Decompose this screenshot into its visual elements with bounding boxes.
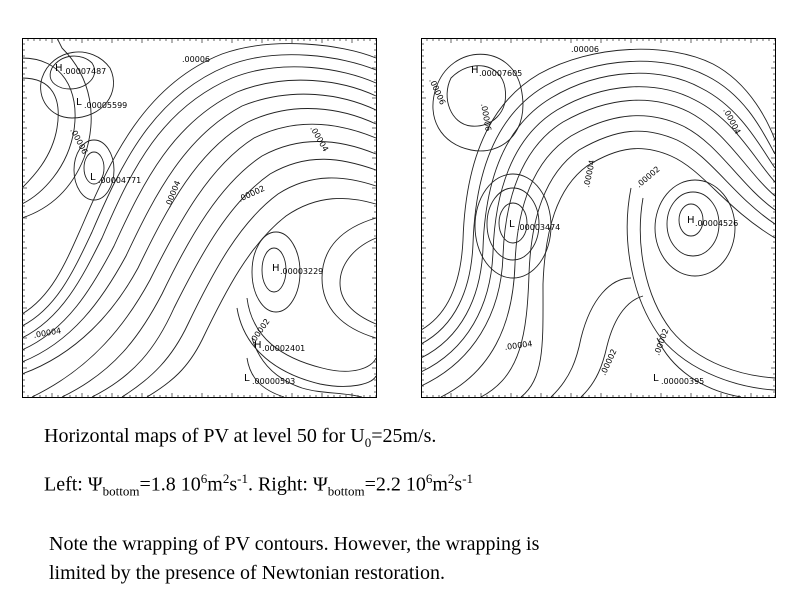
extremum-value: .00002401 (262, 344, 305, 353)
caption-text: Horizontal maps of PV at level 50 for U (44, 425, 365, 447)
extremum-letter: L (90, 172, 96, 183)
extremum-letter: H (272, 263, 280, 274)
pv-map-left: .00006 .00006 .00004 .00004 .00002 .0000… (22, 38, 377, 398)
extremum-letter: L (653, 373, 659, 384)
caption-subscript: bottom (102, 483, 140, 499)
caption-text: m (432, 473, 448, 496)
extrema-markers: H .00007487 L .00005599 L .00004771 H .0… (55, 63, 323, 386)
caption-subscript: 0 (364, 435, 372, 450)
extremum-value: .00000503 (252, 377, 295, 386)
contour-label: .00006 (571, 45, 599, 54)
caption-superscript: 2 (222, 471, 230, 486)
figure-caption-line-1: Horizontal maps of PV at level 50 for U0… (44, 424, 436, 455)
caption-text: =1.8 10 (139, 473, 201, 496)
extremum-letter: H (471, 65, 479, 76)
pv-map-left-svg: .00006 .00006 .00004 .00004 .00002 .0000… (22, 38, 377, 398)
extremum-value: .00005599 (84, 101, 127, 110)
extremum-letter: H (254, 340, 262, 351)
caption-superscript: 6 (425, 471, 433, 486)
extremum-letter: L (509, 219, 515, 230)
extremum-value: .00003229 (280, 267, 323, 276)
contour-label: .00006 (182, 55, 210, 64)
note-line-2: limited by the presence of Newtonian res… (49, 562, 445, 584)
contour-label: .00004 (164, 179, 183, 208)
contour-label: .00002 (237, 184, 266, 204)
extremum-value: .00004526 (695, 219, 738, 228)
note-line-1: Note the wrapping of PV contours. Howeve… (49, 533, 540, 555)
pv-map-right-svg: .00006 .00006 .00006 .00004 .00004 .0000… (421, 38, 776, 398)
caption-superscript: 2 (447, 471, 455, 486)
extremum-value: .00007605 (479, 69, 522, 78)
extremum-letter: L (76, 97, 82, 108)
caption-text: m (207, 473, 223, 496)
caption-text: s (454, 473, 463, 496)
contour-label: .00004 (504, 339, 533, 352)
caption-text: . Right: Ψ (247, 473, 328, 496)
extremum-letter: L (244, 373, 250, 384)
extremum-value: .00007487 (63, 67, 106, 76)
caption-text: =2.2 10 (364, 473, 426, 496)
contour-label: .00006 (479, 103, 493, 132)
contour-label: .00006 (427, 77, 447, 106)
extremum-letter: H (687, 215, 695, 226)
map-ticks (22, 38, 377, 398)
contour-label: .00002 (652, 327, 670, 356)
caption-subscript: bottom (327, 483, 365, 499)
contour-label: .00004 (582, 159, 597, 188)
contour-labels: .00006 .00006 .00006 .00004 .00004 .0000… (427, 45, 742, 377)
extremum-value: .00003474 (517, 223, 560, 232)
caption-text: Left: Ψ (44, 473, 103, 496)
contour-lines (421, 48, 776, 398)
contour-lines (22, 38, 377, 398)
extrema-markers: H .00007605 L .00003474 H .00004526 L .0… (471, 65, 738, 386)
contour-label: .00002 (599, 348, 619, 377)
caption-superscript: -1 (237, 471, 248, 486)
pv-map-right: .00006 .00006 .00006 .00004 .00004 .0000… (421, 38, 776, 398)
map-ticks (421, 38, 776, 398)
extremum-value: .00004771 (98, 176, 141, 185)
caption-superscript: 6 (200, 471, 208, 486)
contour-label: .00004 (308, 125, 330, 154)
extremum-value: .00000395 (661, 377, 704, 386)
extremum-letter: H (55, 63, 63, 74)
figure-caption-line-2: Left: Ψbottom=1.8 106m2s-1. Right: Ψbott… (44, 467, 473, 504)
caption-text: =25m/s. (371, 425, 437, 447)
contour-label: .00002 (635, 165, 662, 190)
caption-superscript: -1 (462, 471, 474, 486)
caption-text: s (229, 473, 238, 496)
